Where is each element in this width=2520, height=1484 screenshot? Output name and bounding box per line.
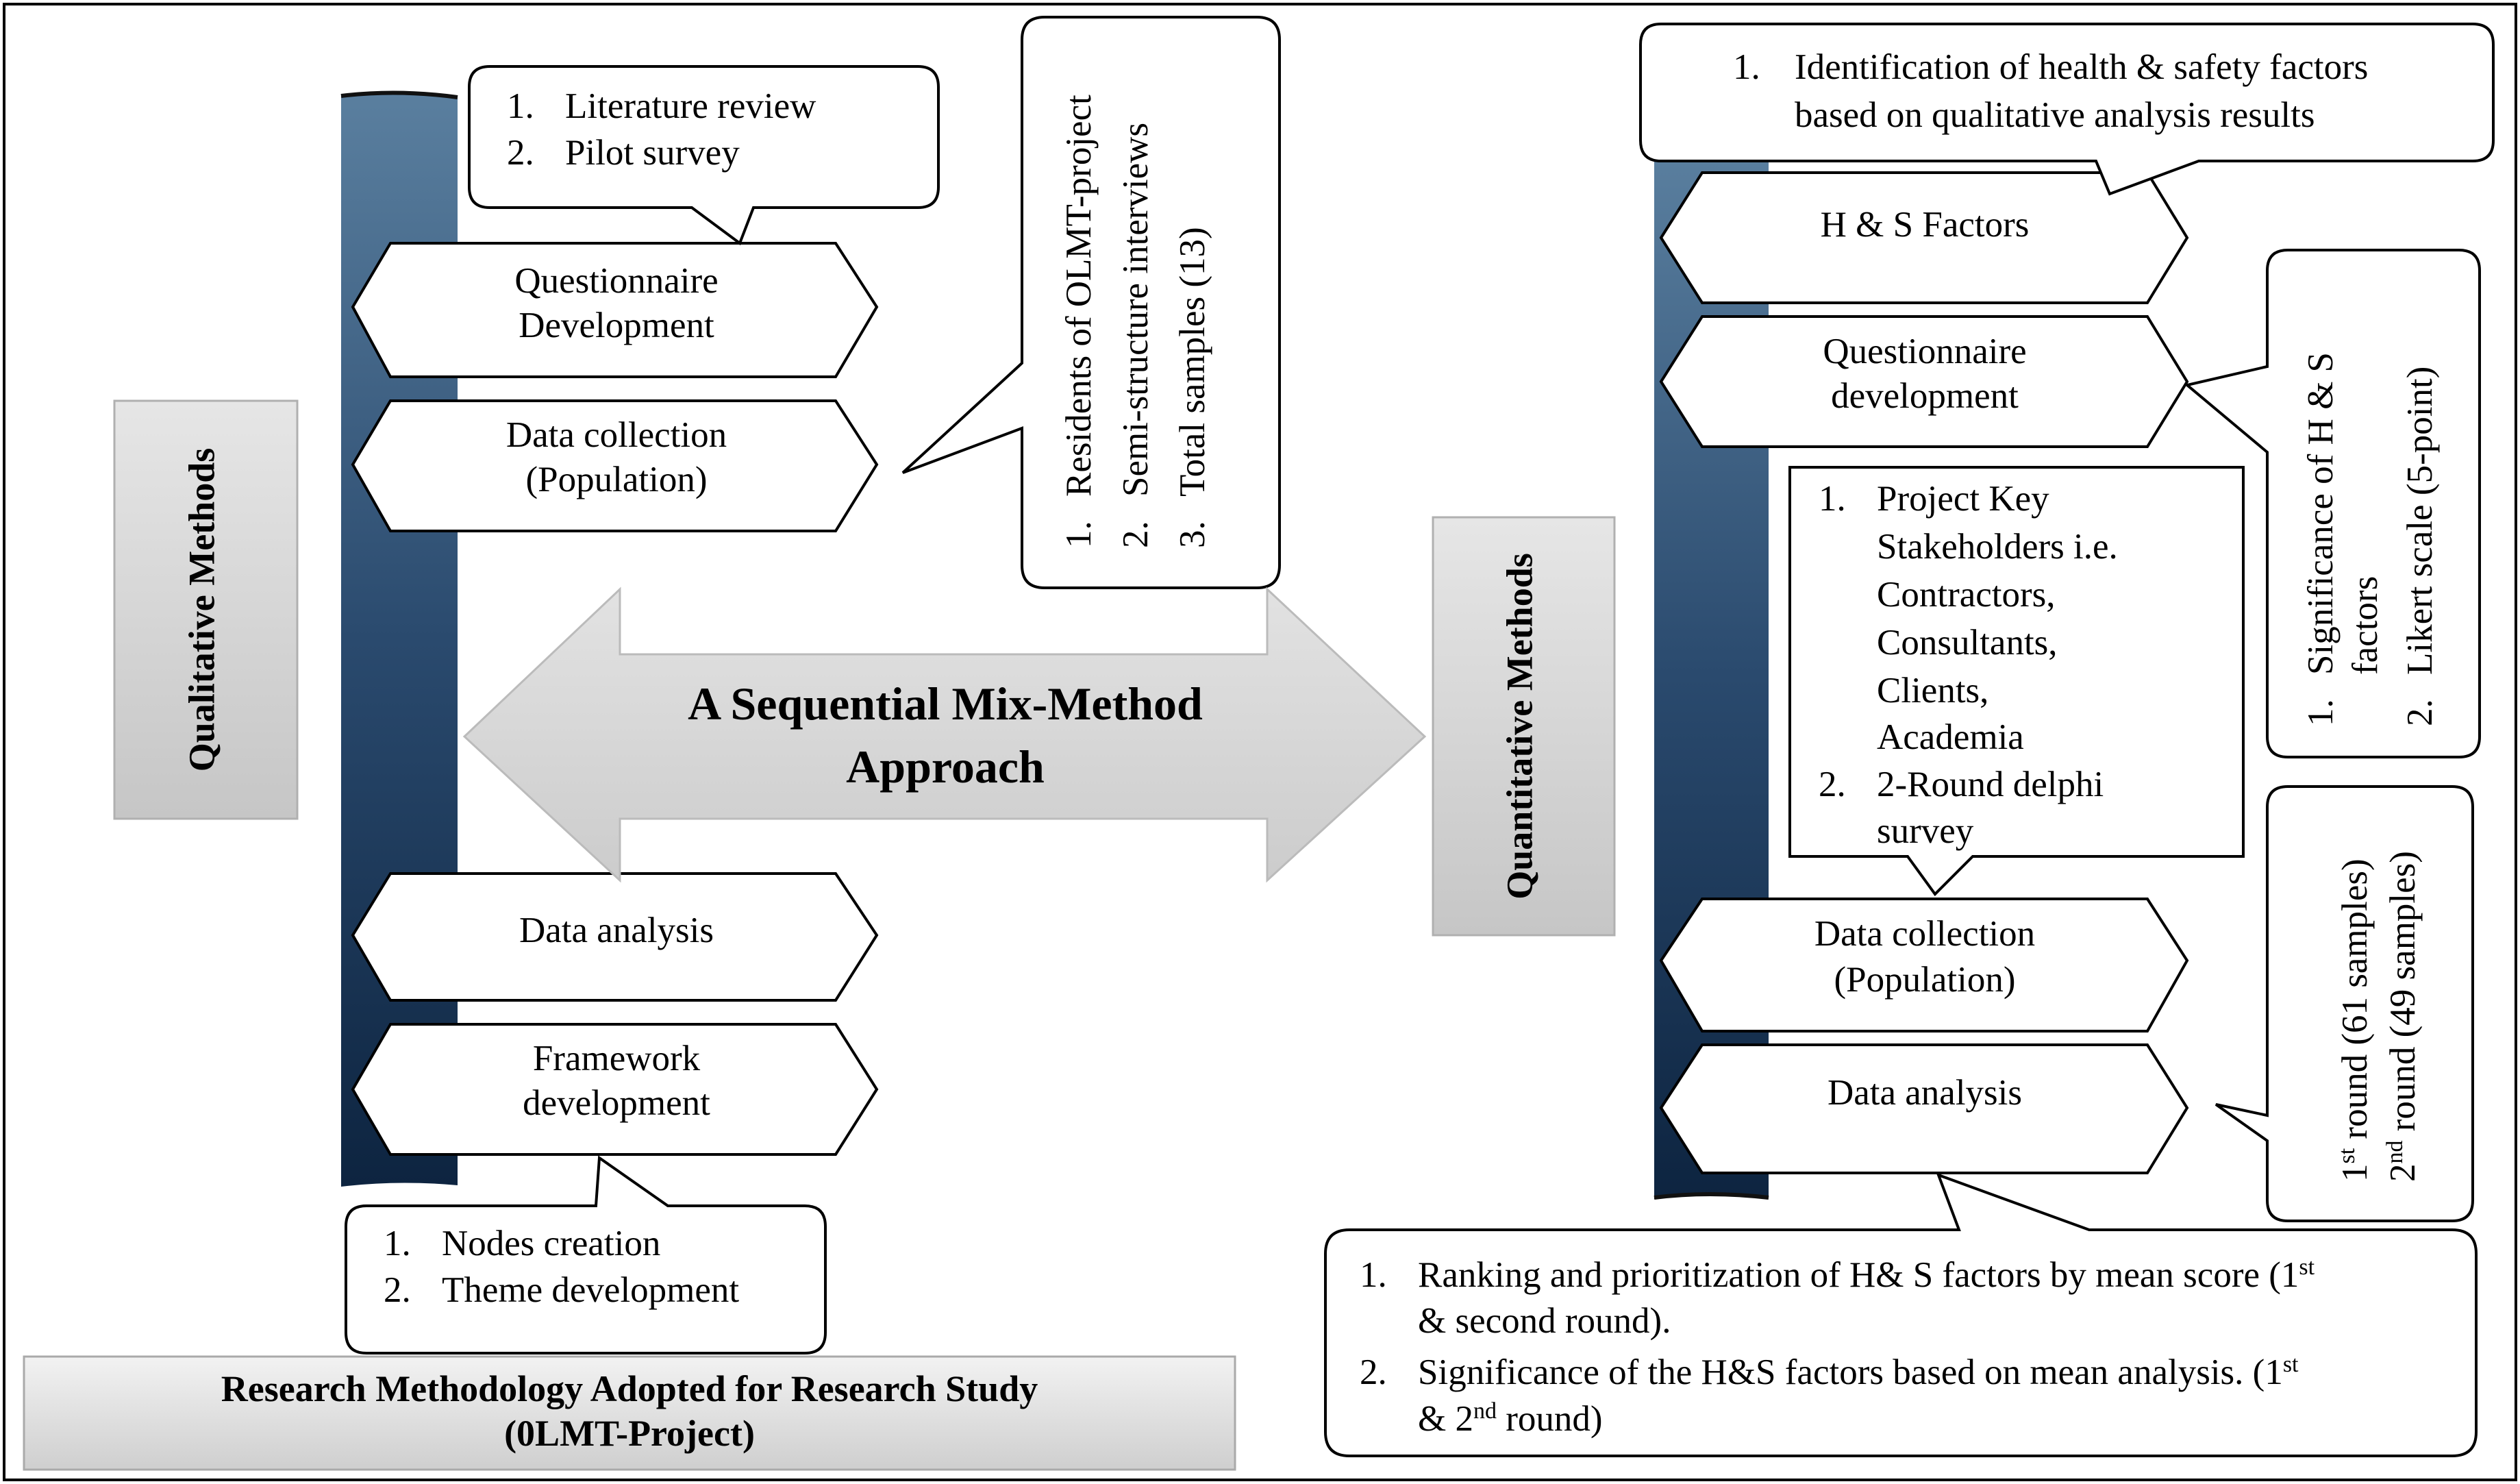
svg-text:1.: 1.: [507, 86, 534, 126]
svg-text:(Population): (Population): [1834, 960, 2016, 1000]
quantitative-methods-label: Quantitative Methods: [1432, 516, 1616, 937]
qual-step-questionnaire-development: Questionnaire Development: [351, 242, 879, 378]
svg-text:Project Key: Project Key: [1877, 479, 2049, 519]
svg-text:Data analysis: Data analysis: [519, 911, 714, 950]
quant-callout-identification: 1. Identification of health & safety fac…: [1639, 23, 2495, 196]
svg-text:2.: 2.: [507, 133, 534, 173]
svg-text:development: development: [523, 1083, 710, 1123]
svg-text:Questionnaire: Questionnaire: [514, 261, 718, 301]
quant-callout-stakeholders: 1. Project Key Stakeholders i.e. Contrac…: [1788, 466, 2245, 897]
svg-text:Data analysis: Data analysis: [1827, 1073, 2022, 1113]
svg-text:Nodes creation: Nodes creation: [442, 1224, 660, 1263]
svg-text:3.: 3.: [1173, 521, 1212, 548]
svg-text:Likert scale (5-point): Likert scale (5-point): [2400, 367, 2440, 675]
svg-text:2.: 2.: [1116, 521, 1156, 548]
svg-text:(0LMT-Project): (0LMT-Project): [504, 1413, 755, 1454]
svg-text:Approach: Approach: [846, 741, 1045, 793]
qual-callout-nodes: 1. Nodes creation 2. Theme development: [345, 1155, 827, 1355]
sequential-mix-method-arrow: A Sequential Mix-Method Approach: [462, 586, 1427, 883]
svg-text:(Population): (Population): [526, 460, 708, 499]
svg-text:Residents of OLMT-project: Residents of OLMT-project: [1059, 95, 1099, 497]
svg-text:Contractors,: Contractors,: [1877, 575, 2056, 615]
svg-text:Data collection: Data collection: [1814, 914, 2035, 954]
svg-text:Identification of health & saf: Identification of health & safety factor…: [1795, 47, 2368, 87]
svg-text:2.: 2.: [1819, 765, 1846, 804]
qual-step-data-collection: Data collection (Population): [351, 399, 879, 532]
svg-text:2nd round (49 samples): 2nd round (49 samples): [2382, 851, 2423, 1182]
svg-text:Significance of H & S: Significance of H & S: [2301, 352, 2341, 675]
svg-text:2.: 2.: [384, 1270, 411, 1310]
svg-text:Theme development: Theme development: [442, 1270, 739, 1310]
svg-text:1st round (61 samples): 1st round (61 samples): [2334, 858, 2375, 1182]
qual-callout-literature: 1. Literature review 2. Pilot survey: [468, 65, 940, 246]
svg-text:2-Round delphi: 2-Round delphi: [1877, 765, 2104, 804]
qual-step-data-analysis: Data analysis: [351, 872, 879, 1002]
svg-text:& 2nd round): & 2nd round): [1418, 1398, 1603, 1439]
svg-text:Research Methodology Adopted f: Research Methodology Adopted for Researc…: [221, 1368, 1038, 1409]
svg-text:Academia: Academia: [1877, 717, 2024, 757]
qualitative-methods-label: Qualitative Methods: [113, 399, 299, 820]
quant-step-data-collection: Data collection (Population): [1659, 898, 2189, 1032]
svg-text:1.: 1.: [2301, 699, 2341, 726]
svg-text:2.: 2.: [2400, 699, 2440, 726]
diagram-title: Research Methodology Adopted for Researc…: [23, 1355, 1236, 1471]
svg-text:1.: 1.: [1819, 479, 1846, 519]
svg-text:Framework: Framework: [533, 1039, 701, 1078]
svg-text:Semi-structure interviews: Semi-structure interviews: [1116, 123, 1156, 497]
svg-text:Consultants,: Consultants,: [1877, 623, 2058, 663]
svg-text:development: development: [1831, 376, 2019, 416]
quant-callout-rounds: 1st round (61 samples) 2nd round (49 sam…: [2215, 785, 2474, 1222]
svg-text:Qualitative Methods: Qualitative Methods: [181, 448, 222, 771]
svg-text:Development: Development: [519, 306, 714, 345]
svg-text:1.: 1.: [384, 1224, 411, 1263]
svg-text:survey: survey: [1877, 811, 1974, 851]
svg-text:Stakeholders i.e.: Stakeholders i.e.: [1877, 527, 2118, 567]
svg-text:A Sequential Mix-Method: A Sequential Mix-Method: [688, 678, 1203, 730]
qual-callout-residents: 1. Residents of OLMT-project 2. Semi-str…: [901, 16, 1281, 589]
quant-step-hs-factors: H & S Factors: [1659, 171, 2189, 304]
svg-text:Questionnaire: Questionnaire: [1823, 332, 2026, 371]
svg-text:Data collection: Data collection: [506, 415, 727, 455]
svg-text:H & S Factors: H & S Factors: [1821, 205, 2030, 245]
svg-text:factors: factors: [2345, 576, 2385, 675]
quantitative-bar: [1654, 151, 1769, 1200]
svg-text:Ranking and prioritization of: Ranking and prioritization of H& S facto…: [1418, 1254, 2315, 1295]
svg-text:Significance of the H&S factor: Significance of the H&S factors based on…: [1418, 1352, 2299, 1392]
svg-text:1.: 1.: [1733, 47, 1760, 87]
quant-step-questionnaire-development: Questionnaire development: [1659, 315, 2189, 448]
svg-text:Clients,: Clients,: [1877, 671, 1988, 710]
svg-text:2.: 2.: [1360, 1352, 1387, 1392]
svg-text:Literature review: Literature review: [565, 86, 816, 126]
quant-callout-ranking: 1. Ranking and prioritization of H& S fa…: [1324, 1172, 2478, 1457]
svg-text:1.: 1.: [1059, 521, 1099, 548]
svg-text:Pilot survey: Pilot survey: [565, 133, 740, 173]
svg-text:& second round).: & second round).: [1418, 1301, 1671, 1341]
svg-text:Total samples (13): Total samples (13): [1173, 227, 1212, 497]
svg-text:Quantitative Methods: Quantitative Methods: [1499, 553, 1540, 900]
svg-text:1.: 1.: [1360, 1255, 1387, 1295]
qual-step-framework-development: Framework development: [351, 1023, 879, 1156]
quant-callout-significance: 1. Significance of H & S factors 2. Like…: [2184, 249, 2481, 758]
svg-text:based on qualitative analysis: based on qualitative analysis results: [1795, 95, 2315, 135]
quant-step-data-analysis: Data analysis: [1659, 1043, 2189, 1174]
